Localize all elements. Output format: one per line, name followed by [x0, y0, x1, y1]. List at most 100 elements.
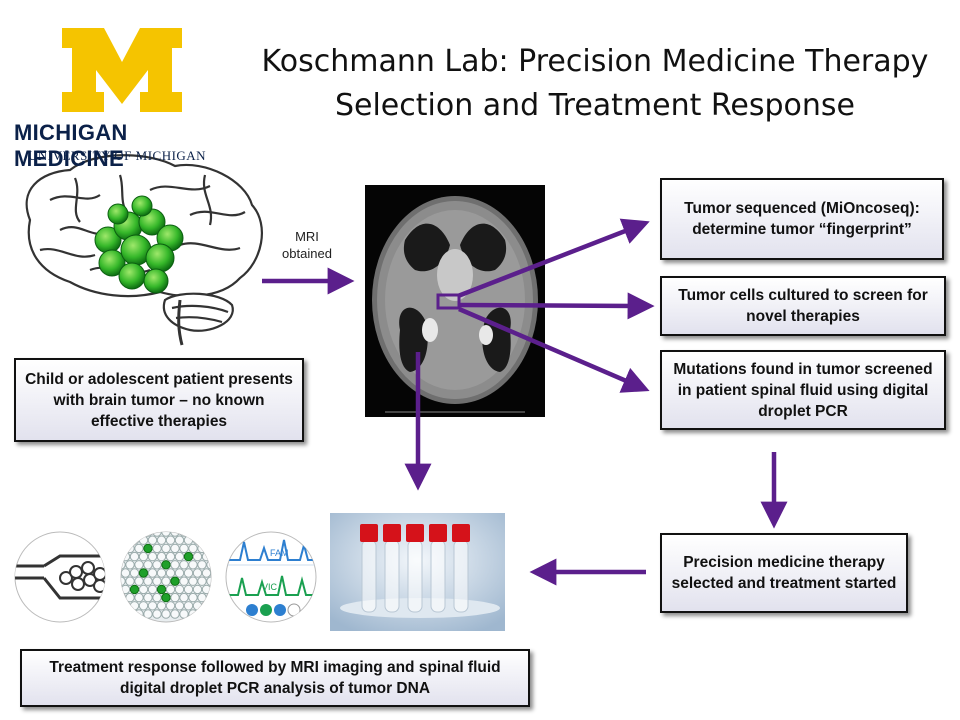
- mri-label-line-2: obtained: [282, 246, 332, 261]
- droplet: [192, 601, 203, 611]
- droplet: [121, 543, 126, 554]
- droplet: [170, 532, 180, 537]
- droplet: [156, 568, 167, 578]
- fam-label: FAM: [270, 548, 289, 558]
- droplet: [188, 543, 198, 554]
- droplet: [138, 568, 149, 578]
- test-tube: [430, 539, 446, 613]
- droplet: [143, 609, 153, 619]
- droplet: [121, 535, 131, 545]
- droplet: [183, 584, 194, 595]
- droplet: [129, 551, 140, 562]
- droplet: [192, 568, 203, 578]
- droplet: [134, 576, 144, 586]
- droplet: [125, 592, 135, 603]
- droplet: [210, 535, 211, 545]
- droplet: [143, 592, 153, 603]
- test-tube: [384, 539, 400, 613]
- droplet: [143, 576, 153, 586]
- droplet: [174, 535, 185, 545]
- droplet: [179, 576, 189, 586]
- droplet: [156, 551, 167, 562]
- droplet: [188, 576, 198, 586]
- droplet: [197, 576, 207, 586]
- droplet: [121, 532, 126, 537]
- test-tube: [361, 539, 377, 613]
- droplet: [147, 535, 158, 545]
- droplet: [152, 592, 162, 603]
- droplet: [129, 584, 140, 595]
- droplet: [174, 551, 185, 562]
- droplet: [201, 601, 211, 611]
- droplet: [183, 551, 194, 562]
- tumor-sequenced-text: Tumor sequenced (MiOncoseq): determine t…: [684, 200, 920, 238]
- droplet: [143, 560, 153, 570]
- test-tube-cap: [383, 524, 401, 542]
- droplet: [161, 576, 171, 586]
- droplet: [206, 532, 211, 537]
- droplet: [170, 576, 180, 586]
- droplet: [138, 535, 149, 545]
- flow-arrows: [262, 218, 788, 586]
- droplet: [206, 592, 211, 603]
- arrow-to-sequenced: [457, 218, 650, 299]
- droplet: [165, 535, 176, 545]
- droplet: [134, 532, 144, 537]
- droplet: [138, 601, 149, 611]
- droplet: [152, 609, 162, 619]
- droplet: [161, 560, 171, 570]
- droplet: [170, 560, 180, 570]
- droplet: [206, 543, 211, 554]
- droplet: [152, 560, 162, 570]
- test-tube: [407, 539, 423, 613]
- droplet: [188, 532, 198, 537]
- droplet: [197, 560, 207, 570]
- logo-name: MICHIGAN MEDICINE: [14, 120, 128, 171]
- droplet: [134, 592, 144, 603]
- arrow-to-mutations: [458, 306, 650, 393]
- droplet: [179, 592, 189, 603]
- mri-obtained-label: MRI obtained: [262, 228, 352, 262]
- droplet: [147, 568, 158, 578]
- test-tube-cap: [406, 524, 424, 542]
- mutations-screened-text: Mutations found in tumor screened in pat…: [673, 360, 933, 420]
- droplet: [197, 592, 207, 603]
- droplet: [210, 601, 211, 611]
- title-line-1: Koschmann Lab: Precision Medicine Therap…: [261, 44, 929, 79]
- treatment-response-box: Treatment response followed by MRI imagi…: [20, 649, 530, 707]
- tumor-sequenced-box: Tumor sequenced (MiOncoseq): determine t…: [660, 178, 944, 260]
- droplet: [147, 601, 158, 611]
- test-tube-cap: [360, 524, 378, 542]
- droplet: [197, 543, 207, 554]
- droplet: [125, 576, 135, 586]
- droplet: [188, 592, 198, 603]
- droplet: [201, 568, 211, 578]
- droplet: [121, 609, 126, 619]
- droplet: [188, 560, 198, 570]
- block-m-logo: [62, 28, 182, 112]
- droplet: [179, 543, 189, 554]
- droplet: [206, 609, 211, 619]
- mutations-screened-box: Mutations found in tumor screened in pat…: [660, 350, 946, 430]
- droplet: [156, 584, 167, 595]
- droplet: [210, 584, 211, 595]
- droplet: [192, 584, 203, 595]
- droplet: [129, 568, 140, 578]
- droplet: [210, 568, 211, 578]
- droplet: [147, 551, 158, 562]
- droplet: [156, 601, 167, 611]
- mri-label-line-1: MRI: [295, 229, 319, 244]
- droplet: [192, 551, 203, 562]
- test-tube-cap: [429, 524, 447, 542]
- droplet: [125, 532, 135, 537]
- droplet-generator-icon: [14, 531, 106, 623]
- droplet: [121, 568, 131, 578]
- page-title: Koschmann Lab: Precision Medicine Therap…: [240, 40, 950, 128]
- droplet: [165, 568, 176, 578]
- droplet: [152, 532, 162, 537]
- droplet: [161, 609, 171, 619]
- droplet-grid-icon: [120, 531, 212, 623]
- mri-scan-image: [365, 185, 545, 417]
- droplet: [165, 551, 176, 562]
